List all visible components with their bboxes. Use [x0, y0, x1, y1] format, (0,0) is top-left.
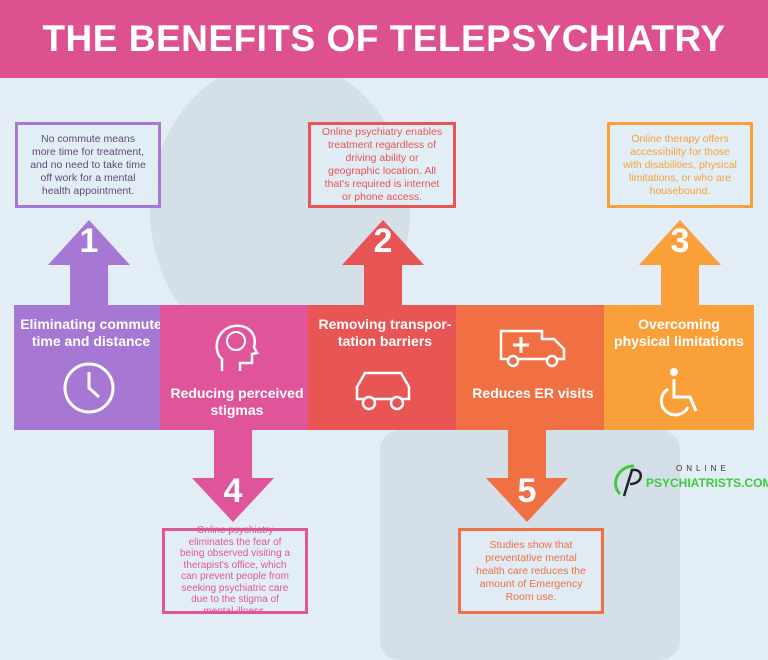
number-1: 1 — [79, 222, 99, 260]
wheelchair-icon — [659, 368, 698, 417]
benefit-2-panel: Removing transpor-tation barriers — [308, 305, 462, 430]
number-4: 4 — [223, 472, 243, 510]
logo: ONLINE PSYCHIATRISTS.COM — [610, 462, 768, 498]
arrow-down-5 — [486, 430, 568, 522]
benefit-1-label: Eliminating commute time and distance — [20, 316, 162, 349]
benefit-2-description: Online psychiatry enables treatment rega… — [308, 122, 456, 208]
arrow-up-2 — [342, 220, 424, 306]
number-2: 2 — [373, 222, 393, 260]
benefit-2-label: Removing transpor-tation barriers — [318, 316, 452, 349]
head-brain-icon — [215, 324, 259, 371]
logo-mark — [614, 464, 642, 497]
arrow-down-4 — [192, 430, 274, 522]
benefit-3-panel: Overcoming physical limitations — [604, 305, 754, 430]
benefit-3-description: Online therapy offers accessibility for … — [607, 122, 753, 208]
benefit-1-panel: Eliminating commute time and distance — [14, 305, 168, 430]
clock-icon — [63, 362, 115, 414]
benefit-5-panel: Reduces ER visits — [456, 305, 610, 430]
benefit-1-description: No commute means more time for treatment… — [15, 122, 161, 208]
benefit-4-description: Online psychiatry eliminates the fear of… — [162, 525, 308, 617]
arrow-up-3 — [639, 220, 721, 306]
benefit-5-description: Studies show that preventative mental he… — [458, 528, 604, 614]
page-title: THE BENEFITS OF TELEPSYCHIATRY — [42, 18, 726, 59]
car-icon — [355, 371, 411, 411]
ambulance-icon — [499, 329, 566, 368]
header: THE BENEFITS OF TELEPSYCHIATRY — [0, 0, 768, 78]
benefit-4-label: Reducing perceived stigmas — [170, 385, 304, 418]
logo-bottom: PSYCHIATRISTS.COM — [646, 476, 768, 490]
arrow-up-1 — [48, 220, 130, 306]
benefit-5-label: Reduces ER visits — [472, 385, 594, 401]
logo-top: ONLINE — [676, 464, 730, 473]
number-5: 5 — [517, 472, 537, 510]
benefit-4-panel: Reducing perceived stigmas — [160, 305, 314, 430]
number-3: 3 — [670, 222, 690, 260]
benefit-3-label: Overcoming physical limitations — [614, 316, 744, 349]
